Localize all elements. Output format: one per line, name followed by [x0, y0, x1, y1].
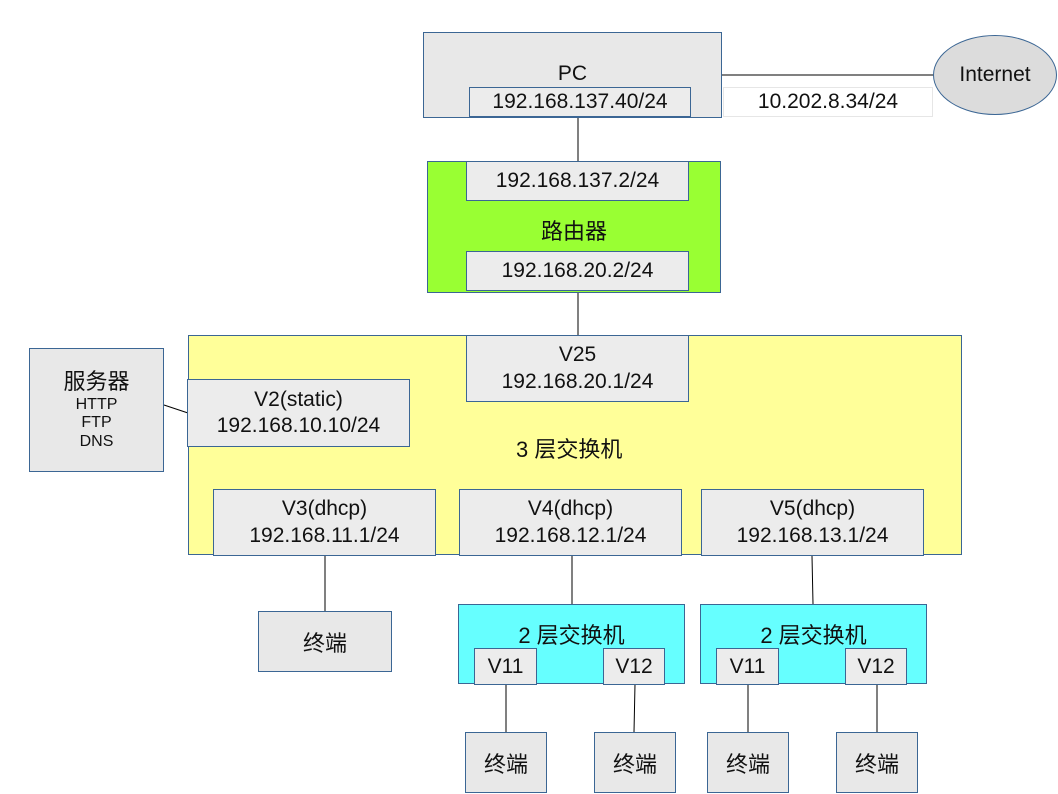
vlan-v4-name: V4(dhcp) [527, 497, 614, 521]
terminal-l2a-v12: 终端 [594, 732, 676, 793]
l2-switch-1-title: 2 层交换机 [518, 623, 625, 648]
pc-lan-ip: 192.168.137.40/24 [469, 87, 691, 117]
server-service-dns: DNS [79, 432, 114, 450]
terminal-l2a-v11: 终端 [465, 732, 547, 793]
vlan-v25-name: V25 [558, 343, 597, 367]
l3-switch-title: 3 层交换机 [516, 437, 623, 462]
router-ip-bottom: 192.168.20.2/24 [466, 251, 689, 291]
pc-title: PC [557, 62, 588, 85]
vlan-v2-ip: 192.168.10.10/24 [216, 414, 381, 437]
vlan-v2-name: V2(static) [254, 387, 343, 411]
router-title: 路由器 [540, 219, 607, 244]
vlan-v2: V2(static) 192.168.10.10/24 [187, 379, 410, 447]
vlan-v3-ip: 192.168.11.1/24 [249, 523, 400, 547]
server-service-http: HTTP [75, 396, 118, 414]
l2-switch-2-title: 2 层交换机 [760, 623, 867, 648]
vlan-v25: V25 192.168.20.1/24 [466, 335, 689, 402]
vlan-v3: V3(dhcp) 192.168.11.1/24 [213, 489, 436, 556]
l2-switch-2-port-v11: V11 [716, 648, 779, 685]
l2-switch-2-port-v12: V12 [845, 648, 907, 685]
server-node: 服务器 HTTP FTP DNS [29, 348, 164, 472]
router-ip-top: 192.168.137.2/24 [466, 161, 689, 201]
server-title: 服务器 [63, 368, 130, 394]
l2-switch-1-port-v12: V12 [603, 648, 665, 685]
vlan-v4: V4(dhcp) 192.168.12.1/24 [459, 489, 682, 556]
pc-wan-ip: 10.202.8.34/24 [723, 87, 933, 117]
vlan-v25-ip: 192.168.20.1/24 [501, 369, 654, 393]
internet-cloud: Internet [933, 35, 1057, 115]
terminal-l2b-v11: 终端 [707, 732, 789, 793]
vlan-v5-name: V5(dhcp) [769, 497, 856, 521]
vlan-v5-ip: 192.168.13.1/24 [736, 523, 889, 547]
vlan-v4-ip: 192.168.12.1/24 [494, 523, 647, 547]
terminal-l2b-v12: 终端 [836, 732, 918, 793]
server-service-ftp: FTP [81, 414, 112, 432]
vlan-v3-name: V3(dhcp) [281, 497, 368, 521]
terminal-v3: 终端 [258, 611, 392, 672]
l2-switch-1-port-v11: V11 [474, 648, 537, 685]
vlan-v5: V5(dhcp) 192.168.13.1/24 [701, 489, 924, 556]
